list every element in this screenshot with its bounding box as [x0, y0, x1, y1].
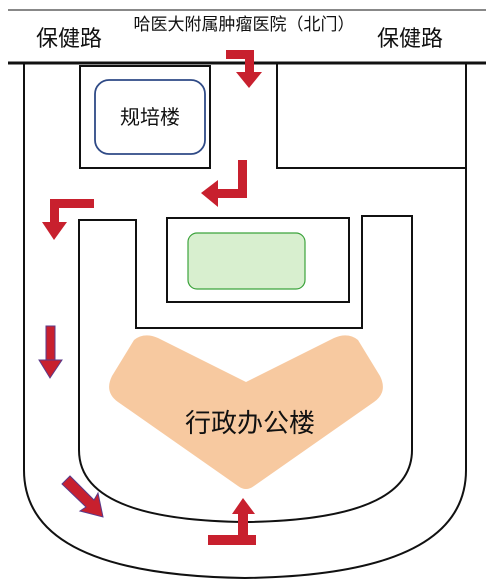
loop-road-inner-edge [78, 215, 413, 524]
route-arrow-diagonal [61, 475, 104, 518]
route-arrow-turn-left [201, 160, 247, 207]
route-arrow-down [38, 325, 63, 379]
campus-outer-boundary [23, 64, 467, 580]
hospital-gate-label: 哈医大附属肿瘤医院（北门） [134, 15, 355, 35]
admin-building[interactable] [109, 335, 383, 489]
route-arrow-entrance [226, 50, 262, 88]
route-arrow-turn-up [208, 498, 256, 545]
route-arrow-turn-down [42, 199, 94, 240]
green-building[interactable] [187, 232, 306, 290]
road-label-right: 保健路 [377, 27, 443, 52]
right-building-block [276, 64, 466, 169]
admin-building-label: 行政办公楼 [185, 409, 315, 439]
road-label-left: 保健路 [36, 27, 102, 52]
training-building[interactable] [94, 79, 206, 155]
training-building-label: 规培楼 [120, 105, 180, 129]
